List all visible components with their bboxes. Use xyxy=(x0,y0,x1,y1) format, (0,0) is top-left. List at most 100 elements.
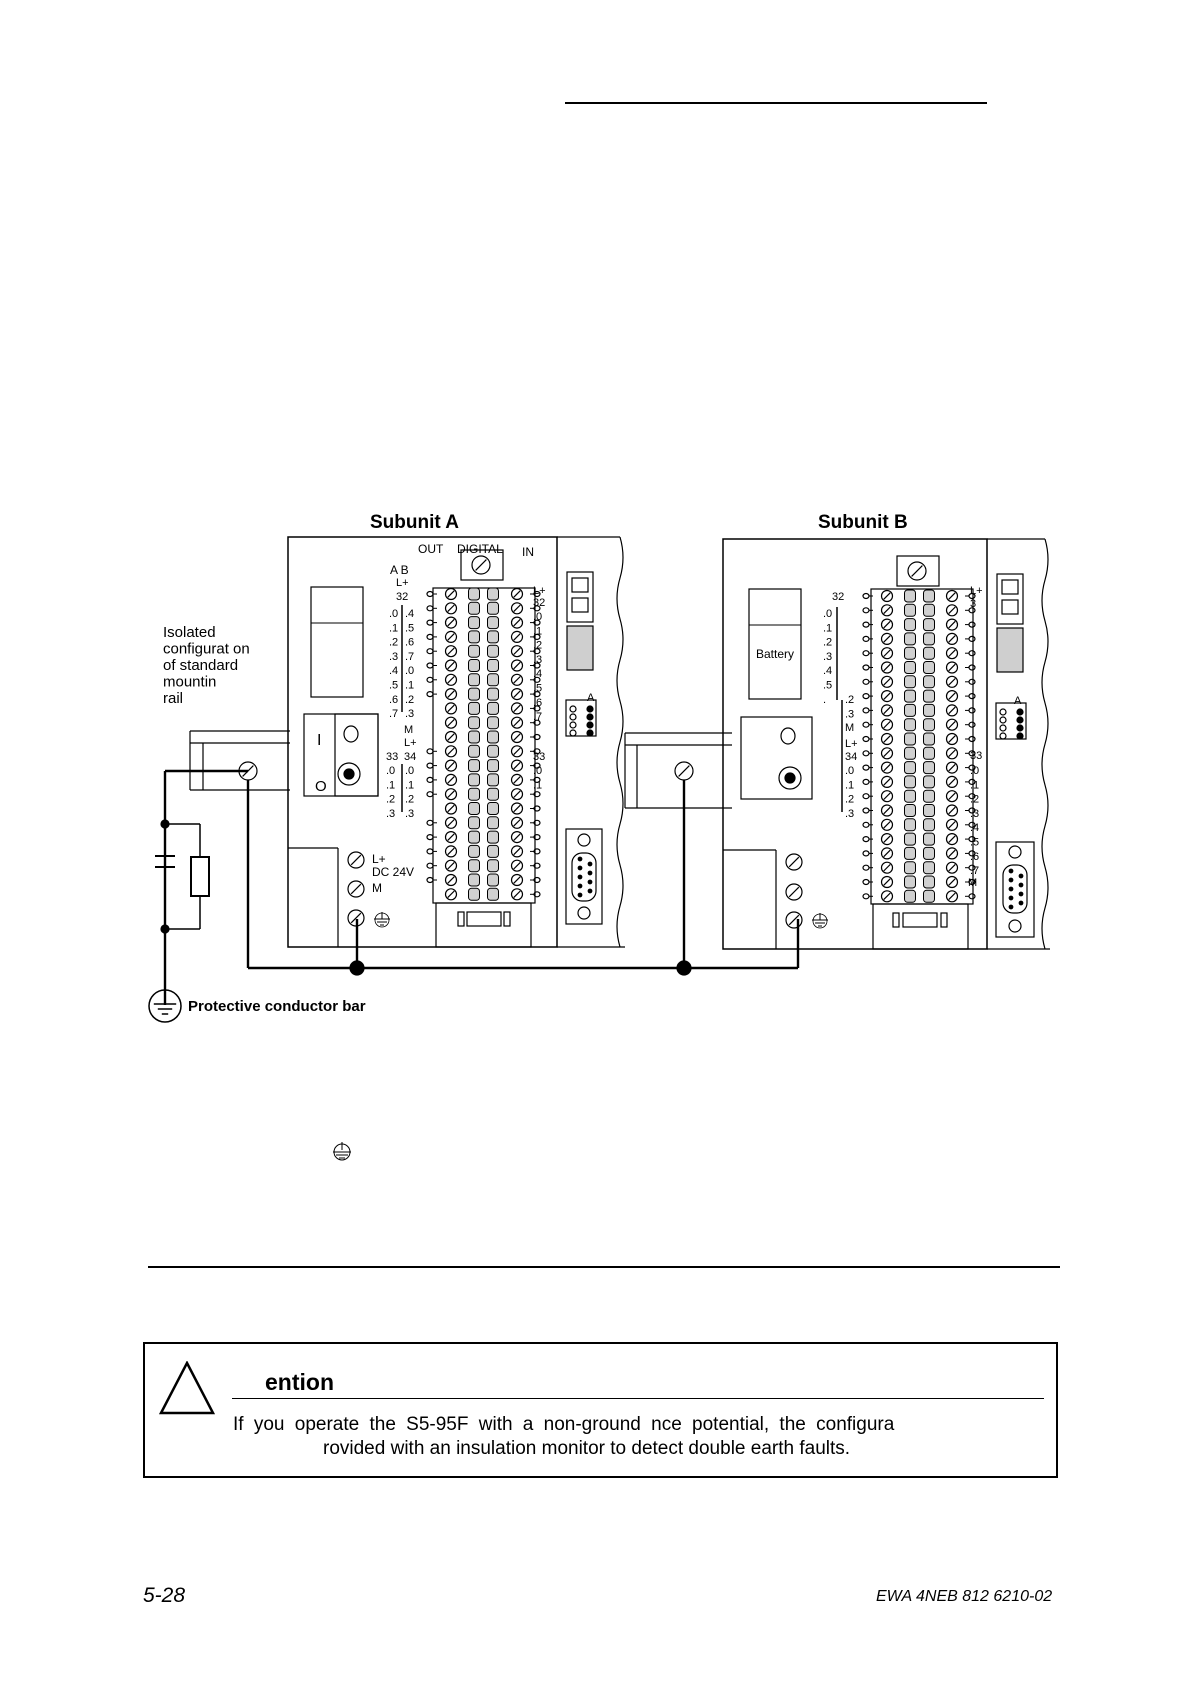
terminal-screw-icon xyxy=(880,804,894,817)
screw-slot xyxy=(948,678,956,686)
terminal-screw-icon xyxy=(444,730,458,744)
terminal-pad xyxy=(468,816,480,830)
terminal-pin xyxy=(862,621,870,628)
terminal-screw-icon xyxy=(444,759,458,772)
battery-label: Battery xyxy=(756,647,794,661)
db9-port xyxy=(571,852,597,902)
subunit-b-title: Subunit B xyxy=(818,512,908,533)
terminal-pad xyxy=(487,716,499,730)
terminal-screw-icon xyxy=(444,745,458,758)
terminal-pad xyxy=(468,787,480,801)
terminal-screw-icon xyxy=(510,587,524,601)
screw-slot xyxy=(883,835,891,843)
screw-slot xyxy=(513,618,521,627)
input-m-label: M xyxy=(968,877,977,889)
screw-slot xyxy=(447,690,455,698)
terminal-pin xyxy=(968,635,976,643)
terminal-pad xyxy=(487,816,499,830)
terminal-pin xyxy=(426,833,434,841)
terminal-screw-icon xyxy=(880,675,894,688)
screw-icon xyxy=(347,851,365,869)
terminal-pad xyxy=(487,744,499,758)
screw-slot xyxy=(447,804,455,813)
lplus-label: L+ xyxy=(404,737,417,749)
n32-label: 32 xyxy=(396,591,408,603)
caution-title-rule xyxy=(232,1398,1044,1399)
terminal-pin xyxy=(968,835,976,843)
screw-icon xyxy=(907,561,927,581)
terminal-screw-icon xyxy=(510,845,524,858)
terminal-screw-icon xyxy=(945,790,959,803)
port-pin xyxy=(577,865,583,871)
led-icon xyxy=(1016,716,1024,724)
terminal-screw-icon xyxy=(510,702,524,715)
screw-slot xyxy=(948,863,956,872)
screw-slot xyxy=(883,706,891,715)
input-n33-label: 33 xyxy=(533,751,545,763)
led-block xyxy=(995,702,1027,740)
terminal-pad xyxy=(904,832,916,846)
screw-slot xyxy=(447,661,455,670)
supply-m-label: M xyxy=(372,881,382,895)
screw-slot xyxy=(883,606,891,615)
screw-slot xyxy=(447,604,455,613)
terminal-screw-icon xyxy=(510,616,524,629)
terminal-pad xyxy=(904,746,916,760)
terminal-pad xyxy=(487,830,499,844)
screw-slot xyxy=(513,876,521,884)
screw-slot xyxy=(447,819,455,827)
terminal-screw-icon xyxy=(444,888,458,901)
terminal-pad xyxy=(904,589,916,603)
input-label: .3 xyxy=(970,808,979,820)
isolated-rail-label: Isolated xyxy=(163,624,216,641)
screw-slot xyxy=(883,692,891,700)
terminal-pad xyxy=(923,832,935,846)
terminal-pad xyxy=(468,844,480,858)
terminal-pad xyxy=(904,618,916,632)
screw-slot xyxy=(513,633,521,641)
output-label: .2 xyxy=(405,794,414,806)
terminal-pin xyxy=(426,648,434,655)
cover-a xyxy=(310,586,364,698)
terminal-pin xyxy=(426,590,434,598)
input-label: .4 xyxy=(533,668,542,680)
terminal-pad xyxy=(904,603,916,617)
terminal-pad xyxy=(904,846,916,860)
terminal-pin xyxy=(862,835,870,843)
terminal-pin xyxy=(968,678,976,685)
output-label: .2 xyxy=(389,637,398,649)
terminal-pin xyxy=(426,848,434,855)
io-housing-b xyxy=(722,538,988,950)
terminal-screw-icon xyxy=(444,630,458,644)
output-label: .0 xyxy=(389,608,398,620)
output-label: .0 xyxy=(386,765,395,777)
led-icon xyxy=(1016,732,1024,740)
terminal-screw-icon xyxy=(945,832,959,846)
input-label: .5 xyxy=(533,683,542,695)
output-label: .7 xyxy=(405,651,414,663)
section-rule xyxy=(148,1266,1060,1268)
screw-slot xyxy=(883,720,891,729)
terminal-screw-icon xyxy=(510,859,524,872)
screw-slot xyxy=(948,606,956,615)
screw-slot xyxy=(948,663,956,672)
terminal-pad xyxy=(468,802,480,815)
screw-slot xyxy=(948,792,956,800)
screw-icon xyxy=(785,883,803,901)
in-label: IN xyxy=(522,545,534,559)
terminal-strip-b xyxy=(870,588,974,905)
terminal-pin xyxy=(533,719,541,726)
terminal-pin xyxy=(862,592,870,600)
resistor xyxy=(190,856,210,897)
screw-slot xyxy=(513,861,521,870)
terminal-screw-icon xyxy=(880,832,894,846)
document-id: EWA 4NEB 812 6210-02 xyxy=(876,1588,1053,1605)
terminal-screw-icon xyxy=(510,730,524,744)
led-icon xyxy=(586,713,594,721)
terminal-screw-icon xyxy=(444,645,458,658)
output-label: .4 xyxy=(389,665,398,677)
screw-slot xyxy=(447,861,455,870)
terminal-pad xyxy=(904,703,916,717)
terminal-pin xyxy=(862,721,870,728)
terminal-pad xyxy=(904,718,916,732)
